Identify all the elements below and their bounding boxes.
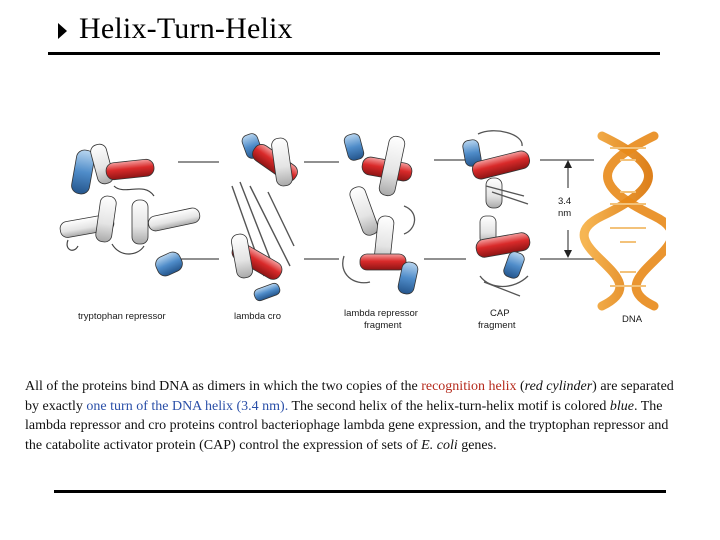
caption-blue-word: blue (609, 398, 634, 414)
caption-text: ) are separated by exactly (25, 379, 674, 414)
title-row: Helix-Turn-Helix (58, 12, 293, 46)
label-cap-fragment: fragment (478, 320, 516, 331)
caption-recognition-helix: recognition helix (421, 379, 517, 394)
helix-turn-helix-figure: 3.4 nm tryptophan repressor lambda cro l… (54, 126, 666, 332)
protein-dna-illustration: 3.4 nm tryptophan repressor lambda cro l… (59, 130, 666, 331)
label-lambda-cro: lambda cro (234, 311, 281, 322)
distance-unit-label: nm (558, 208, 571, 219)
lambda-repressor-fragment-structure (342, 133, 419, 295)
figure-caption: All of the proteins bind DNA as dimers i… (25, 377, 685, 455)
distance-value-label: 3.4 (558, 196, 571, 207)
bullet-arrow-icon (58, 23, 67, 39)
label-tryptophan-repressor: tryptophan repressor (78, 311, 166, 322)
caption-text: genes. (457, 437, 497, 453)
caption-one-turn: one turn of the DNA helix (3.4 nm). (86, 398, 289, 414)
slide-title: Helix-Turn-Helix (79, 12, 293, 45)
lambda-cro-structure (231, 133, 298, 302)
alignment-rules (178, 159, 594, 260)
title-divider (48, 52, 660, 55)
label-lambda-fragment: fragment (364, 320, 402, 331)
label-cap: CAP (490, 308, 510, 319)
cap-fragment-structure (462, 130, 531, 297)
label-lambda-repressor: lambda repressor (344, 308, 418, 319)
caption-red-cylinder: red cylinder (524, 379, 593, 394)
caption-text: The second helix of the helix-turn-helix… (288, 398, 610, 414)
label-dna: DNA (622, 314, 643, 325)
caption-text: All of the proteins bind DNA as dimers i… (25, 379, 422, 394)
distance-marker: 3.4 nm (558, 160, 572, 258)
caption-text: ( (516, 379, 525, 394)
dna-helix-icon (579, 131, 666, 311)
bottom-divider (54, 490, 666, 493)
tryptophan-repressor-structure (59, 143, 201, 277)
caption-text: . The lambda repressor and cro proteins … (25, 398, 669, 453)
caption-ecoli: E. coli (421, 437, 458, 453)
